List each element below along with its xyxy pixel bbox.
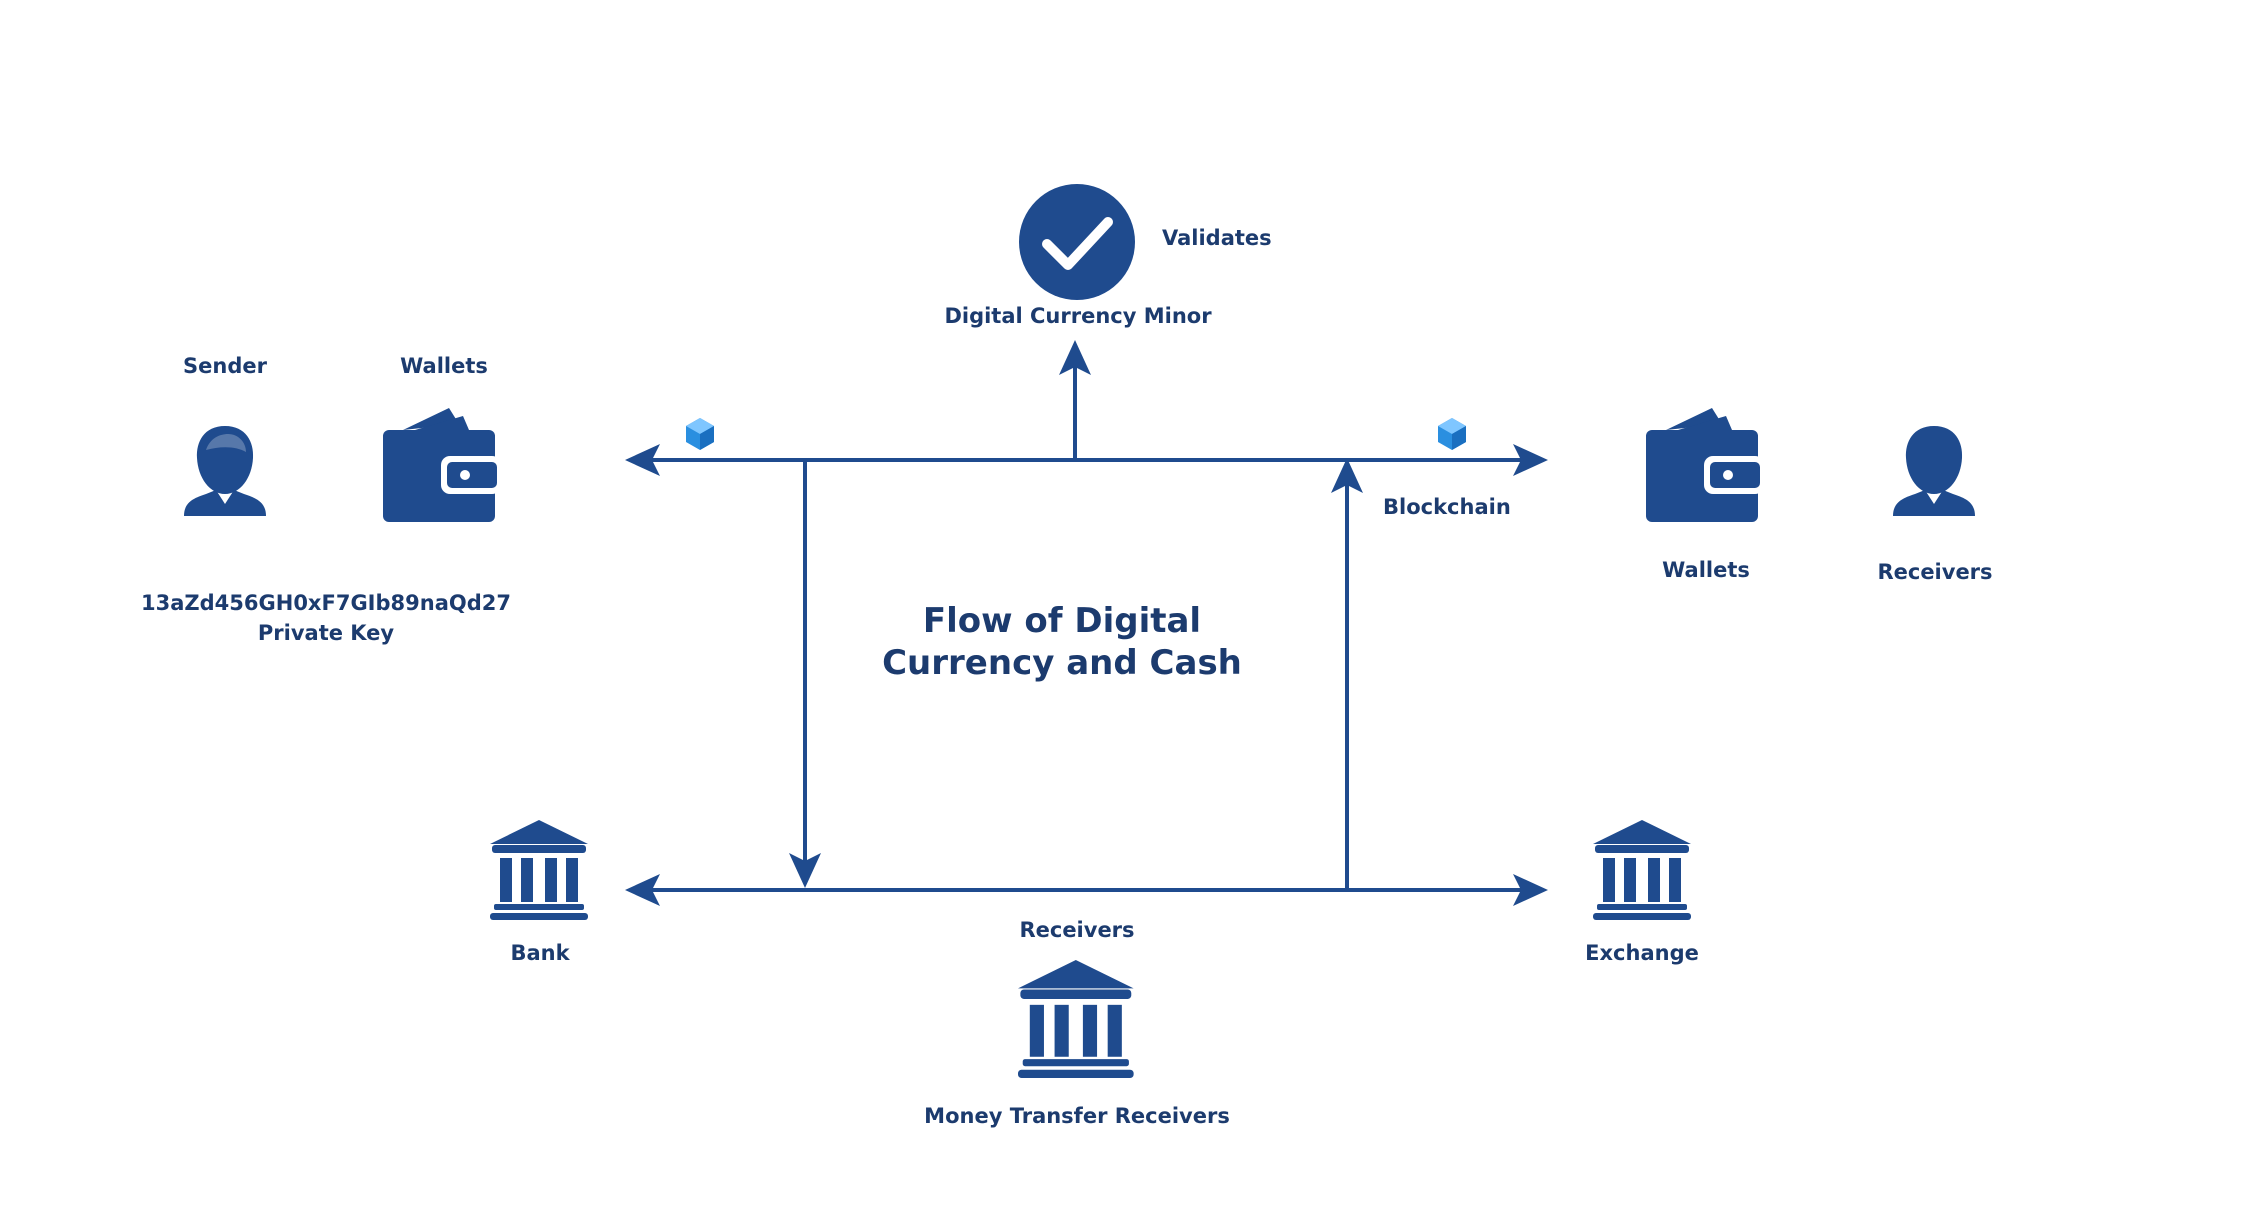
- wallet-icon-left: [383, 408, 501, 522]
- money-transfer-label: Money Transfer Receivers: [924, 1104, 1230, 1128]
- cube-icon-right: [1438, 418, 1466, 450]
- receivers-bottom-label: Receivers: [1019, 918, 1135, 942]
- bank-icon-left: [490, 820, 588, 920]
- arrow-right-bottom: [1513, 874, 1548, 906]
- arrowheads: [625, 340, 1548, 906]
- arrow-left-top: [625, 444, 660, 476]
- person-icon-sender: [184, 426, 266, 516]
- title-line-2: Currency and Cash: [882, 643, 1242, 683]
- sender-label: Sender: [183, 354, 267, 378]
- bank-icon-exchange: [1593, 820, 1691, 920]
- bank-icon-money-transfer: [1018, 960, 1134, 1078]
- arrow-up-right: [1331, 458, 1363, 493]
- cube-icon-left: [686, 418, 714, 450]
- check-circle-icon: [1019, 184, 1135, 300]
- wallet-icon-right: [1646, 408, 1764, 522]
- miner-label: Digital Currency Minor: [944, 304, 1212, 328]
- diagram-title: Flow of Digital Currency and Cash: [882, 600, 1242, 684]
- validates-label: Validates: [1162, 226, 1272, 250]
- arrow-left-bottom: [625, 874, 660, 906]
- receivers-right-label: Receivers: [1877, 560, 1993, 584]
- title-line-1: Flow of Digital: [922, 601, 1202, 641]
- wallets-left-label: Wallets: [400, 354, 488, 378]
- blockchain-label: Blockchain: [1383, 495, 1511, 519]
- person-icon-receiver: [1893, 426, 1975, 516]
- wallets-right-label: Wallets: [1662, 558, 1750, 582]
- arrow-down-left: [789, 853, 821, 888]
- arrow-right-top: [1513, 444, 1548, 476]
- arrow-up-center: [1059, 340, 1091, 375]
- bank-label: Bank: [510, 941, 570, 965]
- private-key-label: Private Key: [257, 621, 395, 645]
- address-label: 13aZd456GH0xF7GIb89naQd27: [141, 591, 511, 615]
- exchange-label: Exchange: [1585, 941, 1699, 965]
- flow-lines: [640, 355, 1530, 892]
